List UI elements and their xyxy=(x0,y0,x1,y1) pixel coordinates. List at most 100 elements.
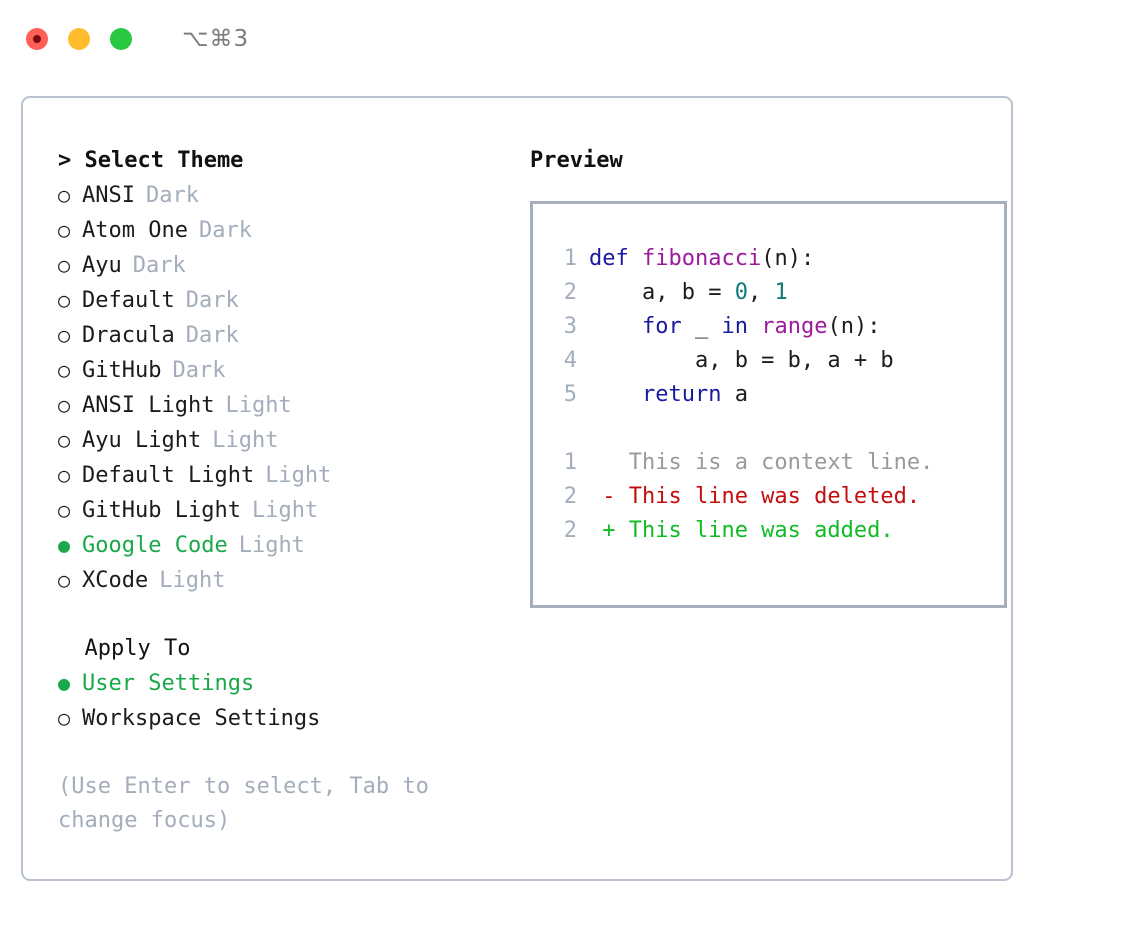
theme-option-label: ANSI xyxy=(82,183,135,208)
theme-option-kind-badge: Light xyxy=(251,498,319,523)
select-theme-header: > Select Theme xyxy=(58,148,244,173)
code-token-num: 0 xyxy=(734,280,748,305)
code-token-plain: a, b = b, a + b xyxy=(589,348,894,373)
theme-option-kind-badge: Dark xyxy=(132,253,186,278)
apply-to-option-list: ●User Settings ○ Workspace Settings xyxy=(58,666,500,736)
code-line-text: for _ in range(n): xyxy=(589,310,880,344)
theme-option-kind-badge: Dark xyxy=(185,323,239,348)
radio-unselected-icon: ○ xyxy=(58,498,71,522)
minimize-button[interactable] xyxy=(68,28,90,50)
code-token-kw: return xyxy=(589,382,735,407)
code-token-plain: _ xyxy=(694,314,722,339)
theme-option-6[interactable]: ○ ANSI Light Light xyxy=(58,388,500,423)
radio-unselected-icon: ○ xyxy=(58,323,71,347)
code-line-text: return a xyxy=(589,378,748,412)
theme-option-2[interactable]: ○ Ayu Dark xyxy=(58,248,500,283)
code-token-plain: a xyxy=(734,382,748,407)
theme-option-kind-badge: Dark xyxy=(198,218,252,243)
theme-option-kind-badge: Dark xyxy=(172,358,226,383)
code-line: 3 for _ in range(n): xyxy=(551,310,1004,344)
keyboard-hint-text: (Use Enter to select, Tab to change focu… xyxy=(58,774,443,833)
code-token-punc: (n): xyxy=(827,314,881,339)
diff-line-text: + This line was added. xyxy=(589,518,894,543)
code-line-number: 1 xyxy=(563,246,577,271)
code-line-number: 2 xyxy=(563,280,577,305)
diff-line-add: 2 + This line was added. xyxy=(551,514,1004,548)
code-token-plain: , xyxy=(747,280,775,305)
code-line-text: a, b = 0, 1 xyxy=(589,276,788,310)
theme-option-kind-badge: Light xyxy=(159,568,226,593)
code-line: 2 a, b = 0, 1 xyxy=(551,276,1004,310)
theme-option-label: ANSI Light xyxy=(82,393,215,418)
theme-option-kind-badge: Light xyxy=(265,463,332,488)
code-line-text: a, b = b, a + b xyxy=(589,344,894,378)
code-line-number: 3 xyxy=(563,314,577,339)
theme-option-label: GitHub xyxy=(82,358,162,383)
window-controls xyxy=(26,28,132,50)
preview-title: Preview xyxy=(530,148,623,173)
theme-option-7[interactable]: ○ Ayu Light Light xyxy=(58,423,500,458)
theme-option-1[interactable]: ○ Atom One Dark xyxy=(58,213,500,248)
theme-option-9[interactable]: ○ GitHub Light Light xyxy=(58,493,500,528)
theme-option-kind-badge: Light xyxy=(212,428,279,453)
hint-spacer xyxy=(58,736,500,770)
code-line-number: 4 xyxy=(563,348,577,373)
diff-block: 1 This is a context line.2 - This line w… xyxy=(551,446,1004,548)
code-diff-spacer xyxy=(551,412,1004,446)
diff-line-del: 2 - This line was deleted. xyxy=(551,480,1004,514)
theme-option-label: Ayu Light xyxy=(82,428,202,453)
radio-unselected-icon: ○ xyxy=(58,183,71,207)
theme-option-kind-badge: Dark xyxy=(185,288,239,313)
apply-to-header: Apply To xyxy=(58,636,191,661)
code-token-plain: a, b = xyxy=(589,280,735,305)
apply-option-0[interactable]: ●User Settings xyxy=(58,666,500,701)
theme-option-label: GitHub Light xyxy=(82,498,241,523)
theme-option-label: Dracula xyxy=(82,323,175,348)
radio-unselected-icon: ○ xyxy=(58,428,71,452)
theme-option-4[interactable]: ○ Dracula Dark xyxy=(58,318,500,353)
theme-option-label: XCode xyxy=(82,568,149,593)
keyboard-shortcut-label: ⌥⌘3 xyxy=(182,26,250,52)
close-button[interactable] xyxy=(26,28,48,50)
theme-option-label: Default xyxy=(82,288,175,313)
radio-unselected-icon: ○ xyxy=(58,253,71,277)
diff-line-ctx: 1 This is a context line. xyxy=(551,446,1004,480)
theme-option-label: Atom One xyxy=(82,218,188,243)
code-line: 5 return a xyxy=(551,378,1004,412)
radio-selected-icon: ● xyxy=(58,533,71,557)
code-token-punc: (n): xyxy=(761,246,815,271)
code-line: 4 a, b = b, a + b xyxy=(551,344,1004,378)
radio-unselected-icon: ○ xyxy=(58,218,71,242)
apply-option-label: Workspace Settings xyxy=(82,706,321,731)
theme-option-kind-badge: Dark xyxy=(145,183,199,208)
apply-option-1[interactable]: ○ Workspace Settings xyxy=(58,701,500,736)
theme-option-label: Ayu xyxy=(82,253,122,278)
radio-unselected-icon: ○ xyxy=(58,706,71,730)
radio-selected-icon: ● xyxy=(58,671,71,695)
theme-option-0[interactable]: ○ ANSI Dark xyxy=(58,178,500,213)
code-line-text: def fibonacci(n): xyxy=(589,242,814,276)
diff-line-number: 2 xyxy=(563,518,577,543)
theme-option-label: Default Light xyxy=(82,463,255,488)
code-line: 1 def fibonacci(n): xyxy=(551,242,1004,276)
maximize-button[interactable] xyxy=(110,28,132,50)
code-token-fn: range xyxy=(761,314,828,339)
radio-unselected-icon: ○ xyxy=(58,393,71,417)
theme-option-kind-badge: Light xyxy=(225,393,292,418)
section-spacer xyxy=(58,598,500,632)
theme-option-kind-badge: Light xyxy=(238,533,305,558)
diff-line-number: 1 xyxy=(563,450,577,475)
diff-line-text: - This line was deleted. xyxy=(589,484,921,509)
diff-line-number: 2 xyxy=(563,484,577,509)
